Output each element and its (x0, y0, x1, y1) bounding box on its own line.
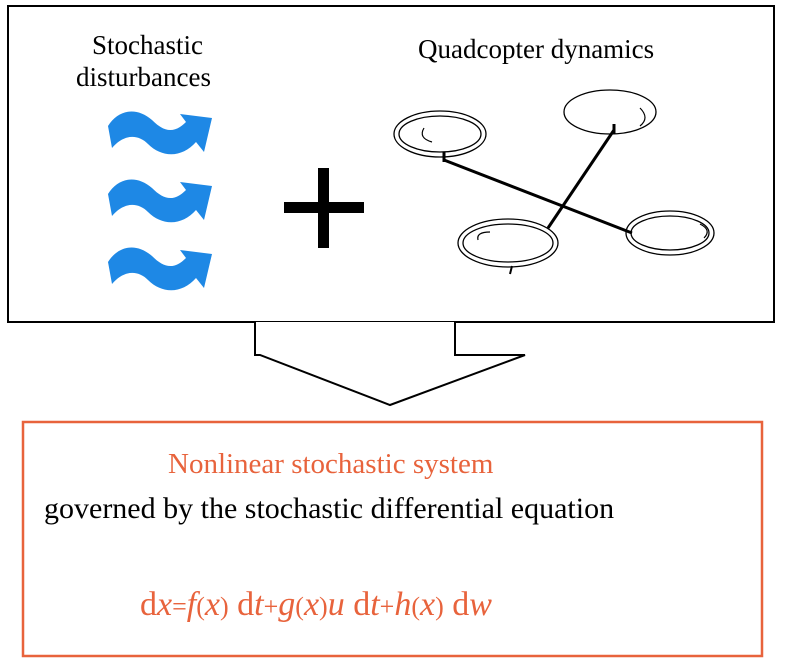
plus-icon (284, 168, 364, 248)
system-title: Nonlinear stochastic system (168, 448, 494, 480)
quadcopter-icon (393, 89, 715, 275)
stochastic-label-line1: Stochastic (92, 30, 203, 60)
down-arrow-icon (254, 322, 526, 407)
system-subtitle: governed by the stochastic differential … (44, 492, 615, 525)
stochastic-label-line2: disturbances (76, 62, 211, 92)
quadcopter-label: Quadcopter dynamics (418, 34, 655, 64)
differential-equation: dx=f(x) dt+g(x)u dt+h(x) dw (140, 586, 492, 623)
bottom-panel-box (21, 420, 764, 658)
